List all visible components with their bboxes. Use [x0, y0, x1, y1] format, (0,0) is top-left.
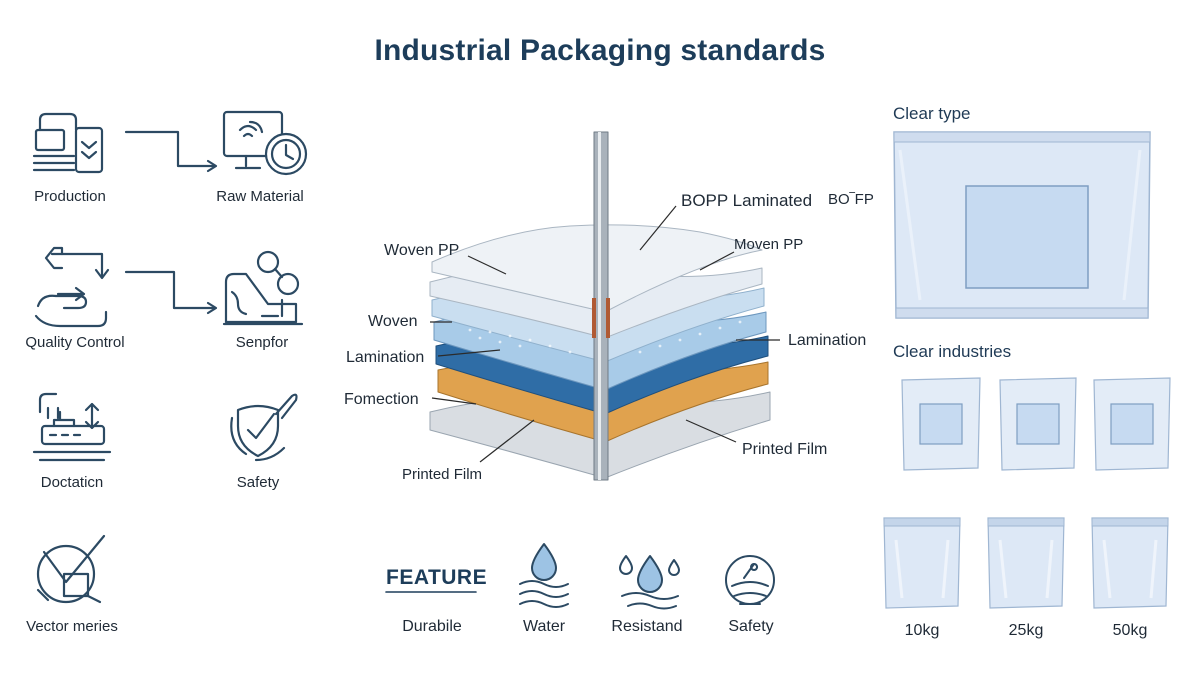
small-bag-3 [1093, 377, 1171, 471]
large-clear-bag [893, 131, 1151, 319]
production-line-icon [32, 112, 104, 174]
diagram-label-printed-film-left: Printed Film [402, 466, 483, 483]
flow-arrow-head [206, 159, 218, 173]
shield-gauge-icon [725, 555, 775, 605]
layer-texture [468, 320, 742, 354]
drops-icon [619, 555, 680, 610]
diagram-label-lamination-left: Lamination [346, 349, 425, 366]
rod-marker-right [606, 298, 610, 338]
size-label-10kg: 10kg [904, 622, 940, 639]
monitor-clock-icon [222, 110, 308, 176]
diagram-label-lamination-right: Lamination [788, 332, 867, 349]
documentation-device-icon [32, 392, 112, 462]
item-label-safety: Safety [236, 474, 280, 491]
item-label-quality-control: Quality Control [25, 334, 125, 351]
feature-label-water: Water [522, 618, 566, 635]
feature-label-resistand: Resistand [611, 618, 683, 635]
gear-machine-icon [222, 250, 304, 326]
small-bag-2 [999, 377, 1077, 471]
leader-line [467, 255, 507, 275]
feature-label-durabile: Durabile [402, 618, 462, 635]
small-bag-1 [901, 377, 981, 471]
leader-line [639, 205, 677, 251]
item-label-documentation: Doctaticn [40, 474, 104, 491]
size-label-50kg: 50kg [1112, 622, 1148, 639]
item-label-vector: Vector meries [26, 618, 118, 635]
feature-heading: FEATURE [386, 566, 488, 589]
shield-check-icon [230, 393, 298, 462]
leader-line [437, 349, 501, 357]
sized-bag-10kg [883, 517, 961, 609]
leader-line [479, 419, 535, 463]
heading-clear-type: Clear type [893, 104, 971, 123]
vector-check-icon [36, 534, 106, 604]
size-label-25kg: 25kg [1008, 622, 1044, 639]
diagram-label-fomection: Fomection [344, 391, 419, 408]
leader-line [431, 397, 477, 405]
leader-line [699, 251, 735, 271]
diagram-label-woven: Woven [368, 313, 418, 330]
hand-check-icon [34, 246, 110, 328]
sized-bag-50kg [1091, 517, 1169, 609]
diagram-label-woven-pp: Woven PP [384, 242, 460, 259]
item-label-senpfor: Senpfor [235, 334, 289, 351]
page-title: Industrial Packaging standards [374, 34, 826, 67]
diagram-label-moven-pp: Moven PP [734, 236, 804, 253]
heading-clear-industries: Clear industries [893, 342, 1012, 361]
leader-line [685, 419, 737, 443]
drop-waves-icon [519, 543, 569, 608]
rod-marker-left [592, 298, 596, 338]
feature-label-safety: Safety [728, 618, 774, 635]
item-label-production: Production [34, 188, 106, 205]
rod-highlight [598, 132, 601, 480]
flow-arrow-head [206, 301, 218, 315]
diagram-label-bofp: BO‾FP [828, 191, 874, 208]
diagram-label-printed-film-right: Printed Film [742, 441, 828, 458]
diagram-label-bopp-laminated: BOPP Laminated [681, 191, 813, 210]
flow-arrow [124, 270, 216, 310]
item-label-raw-material: Raw Material [216, 188, 304, 205]
sized-bag-25kg [987, 517, 1065, 609]
flow-arrow [124, 130, 216, 168]
